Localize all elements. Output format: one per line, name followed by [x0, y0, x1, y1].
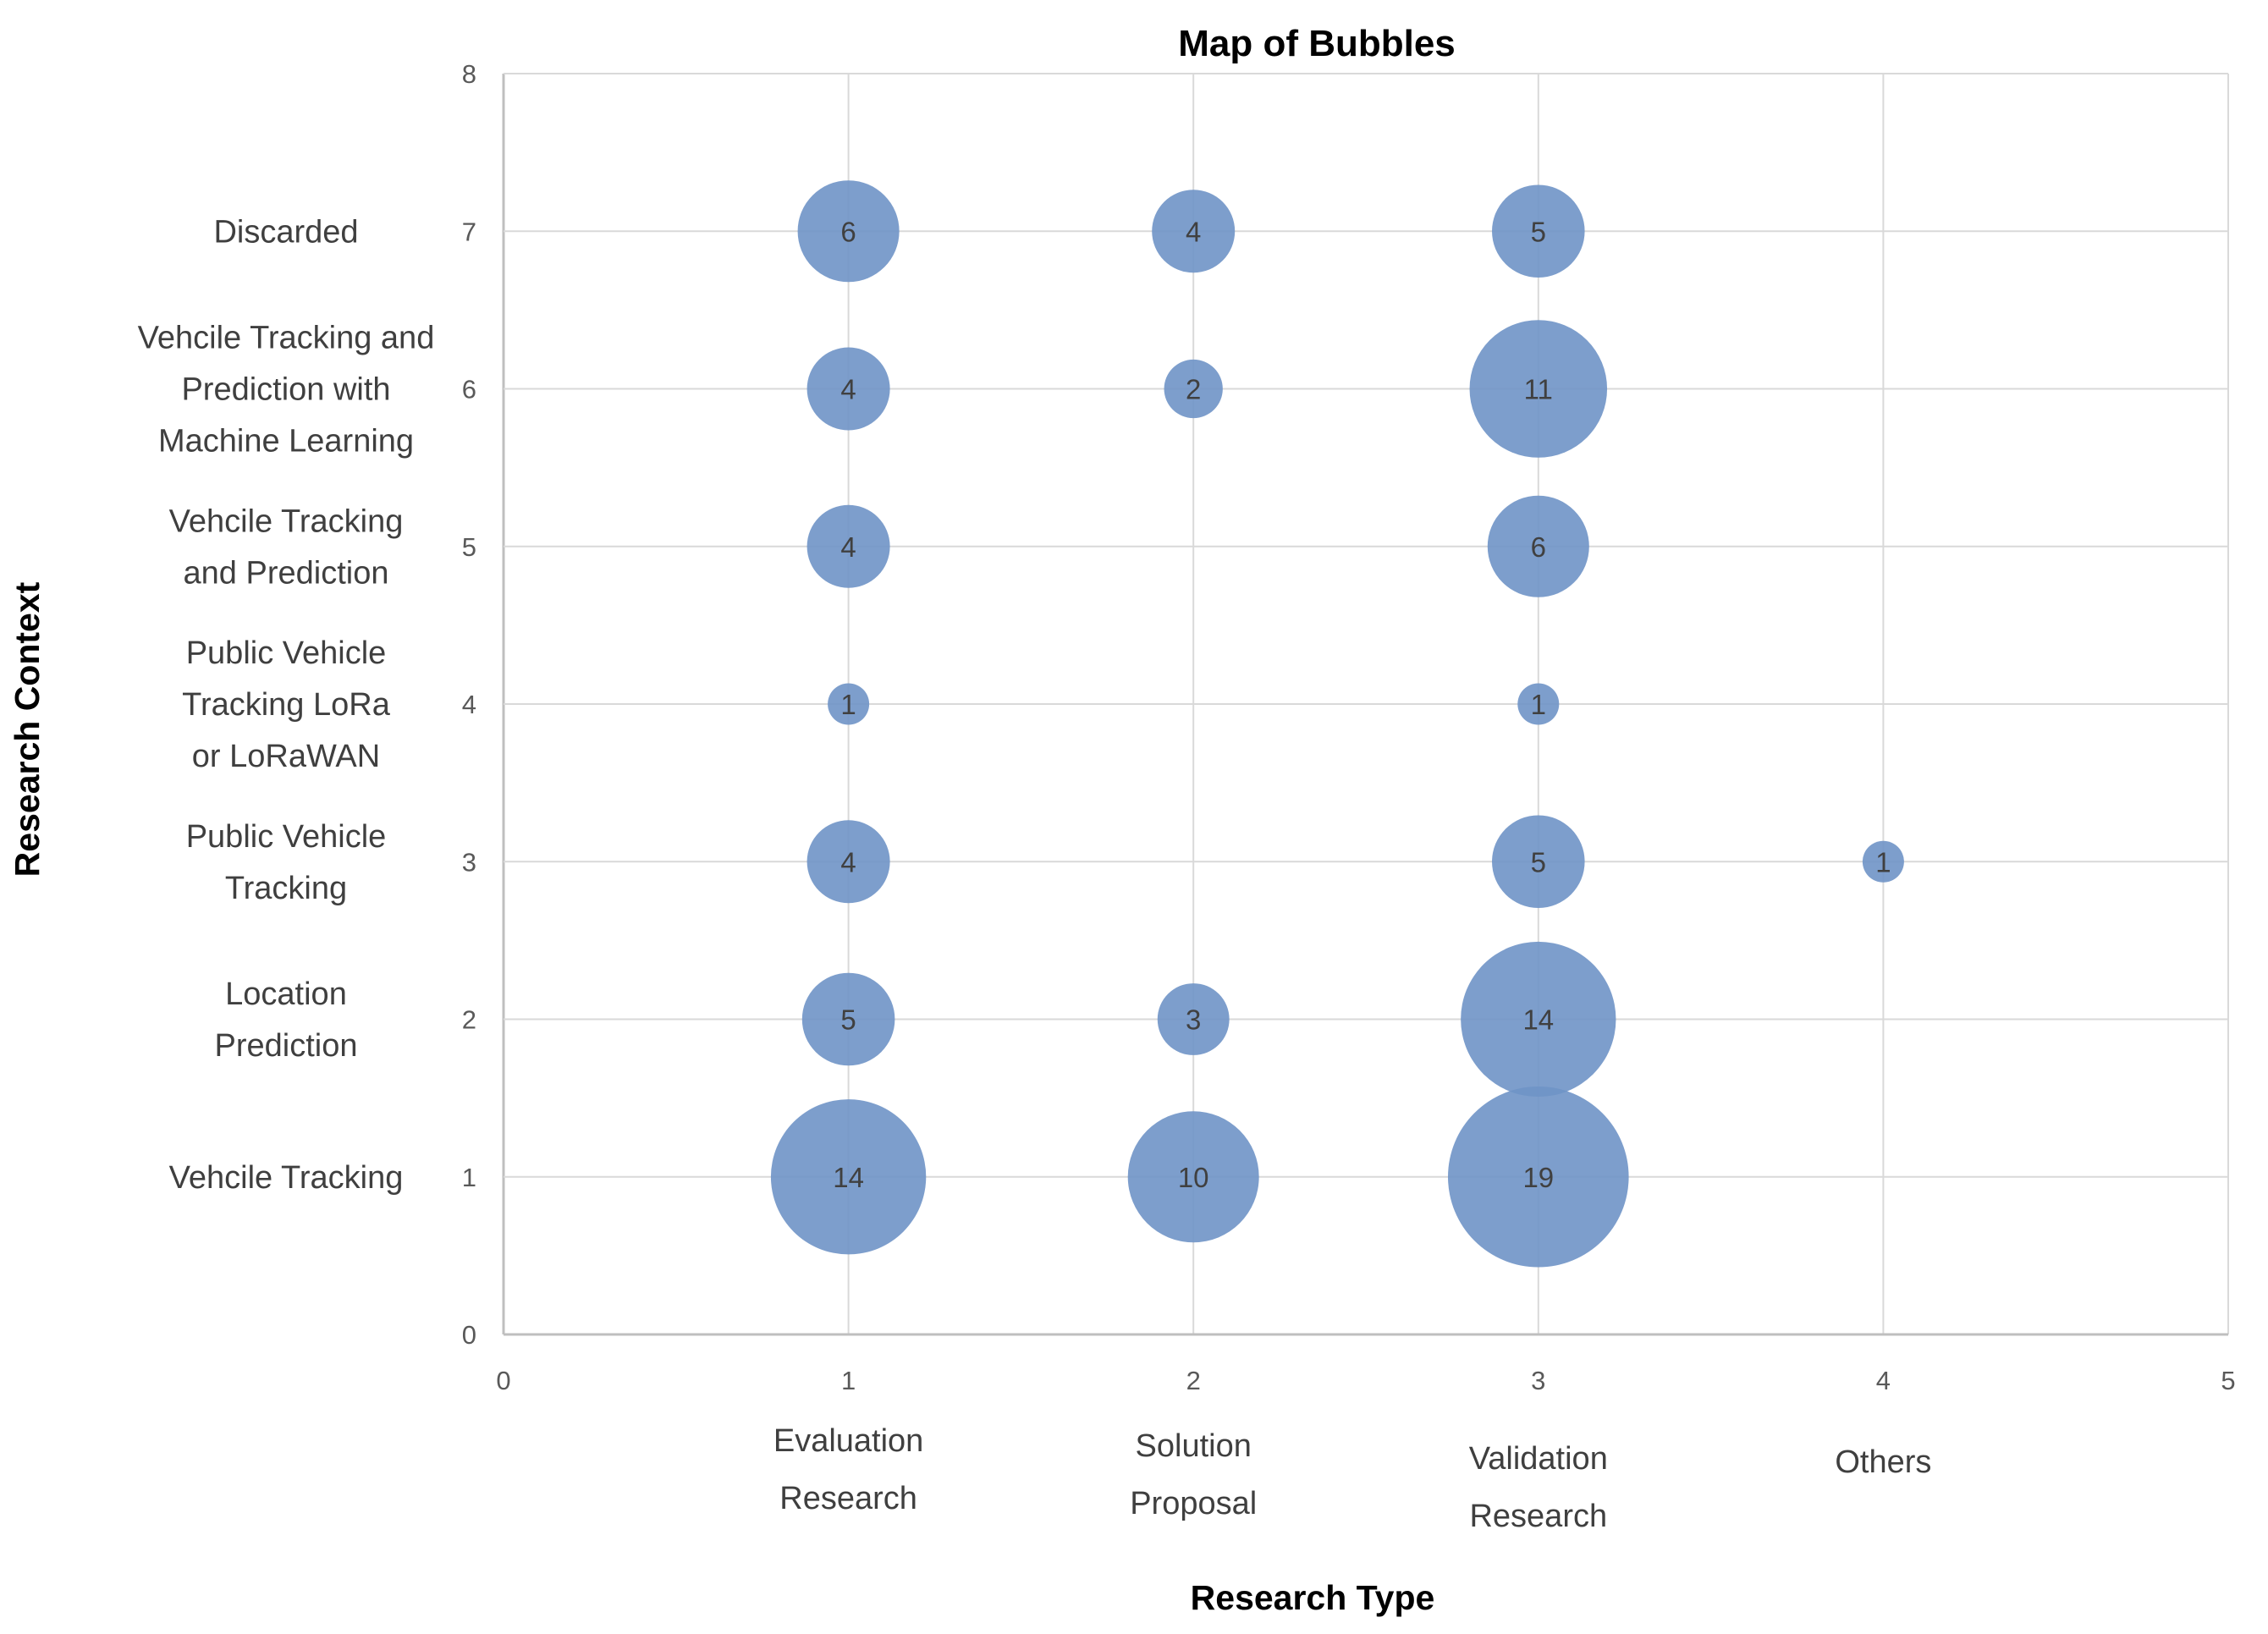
y-category-label: Vehcile Tracking and Prediction — [169, 503, 404, 591]
y-category-line: Prediction — [215, 1028, 358, 1064]
bubble-value-label: 5 — [1531, 846, 1546, 878]
bubble — [1492, 184, 1585, 278]
bubble — [1461, 941, 1616, 1098]
bubble — [806, 504, 890, 588]
bubble — [1448, 1086, 1629, 1268]
bubble-value-label: 4 — [840, 846, 856, 878]
bubble-value-label: 14 — [833, 1162, 864, 1193]
x-category-line: Others — [1835, 1444, 1931, 1480]
bubble — [1164, 359, 1223, 419]
chart-title: Map of Bubbles — [1178, 23, 1456, 64]
bubble-value-label: 11 — [1524, 374, 1553, 405]
bubble — [1469, 320, 1608, 458]
y-category-line: Vehcile Tracking — [169, 1160, 404, 1196]
bubble-value-label: 4 — [840, 374, 856, 405]
y-category-line: Public Vehicle — [186, 819, 387, 855]
x-tick-label: 1 — [841, 1366, 856, 1395]
y-tick-label: 5 — [462, 532, 476, 562]
y-category-line: Vehcile Tracking and — [138, 321, 435, 356]
y-category-line: Discarded — [213, 214, 358, 250]
bubble-value-label: 14 — [1522, 1004, 1554, 1036]
y-tick-label: 8 — [462, 59, 476, 89]
y-category-line: Tracking — [225, 871, 347, 906]
x-category-line: Solution — [1136, 1428, 1252, 1464]
x-tick-label: 4 — [1876, 1366, 1891, 1395]
y-tick-label: 2 — [462, 1005, 476, 1035]
y-category-line: Prediction with — [181, 372, 390, 408]
bubble-value-label: 1 — [1531, 689, 1546, 720]
y-category-line: Tracking LoRa — [182, 687, 391, 723]
y-category-line: and Prediction — [184, 555, 389, 591]
bubble-value-label: 1 — [840, 689, 856, 720]
y-category-line: or LoRaWAN — [192, 739, 380, 774]
y-category-line: Machine Learning — [158, 424, 414, 459]
bubble — [1862, 840, 1904, 883]
bubble — [1127, 1111, 1259, 1243]
x-tick-label: 5 — [2221, 1366, 2235, 1395]
bubble-value-label: 5 — [1531, 216, 1546, 247]
bubble-value-label: 1 — [1875, 846, 1891, 878]
y-tick-label: 7 — [462, 217, 476, 246]
bubble-value-label: 19 — [1522, 1162, 1554, 1193]
x-category-line: Validation — [1469, 1441, 1608, 1477]
x-category-label: Others — [1835, 1444, 1931, 1480]
y-category-label: Discarded — [213, 214, 358, 250]
bubble-value-label: 2 — [1186, 374, 1201, 405]
x-axis-title: Research Type — [1191, 1578, 1435, 1617]
y-category-line: Vehcile Tracking — [169, 503, 404, 539]
bubble — [770, 1099, 927, 1255]
bubble — [806, 347, 890, 431]
y-category-line: Location — [225, 977, 347, 1012]
bubble — [1487, 495, 1589, 597]
y-category-line: Public Vehicle — [186, 635, 387, 671]
y-axis-title: Research Context — [8, 581, 47, 877]
x-tick-label: 3 — [1531, 1366, 1545, 1395]
bubble-value-label: 10 — [1178, 1162, 1209, 1193]
bubble-value-label: 4 — [840, 531, 856, 563]
bubble — [1492, 815, 1585, 909]
bubble — [797, 180, 900, 283]
y-category-label: Vehcile Tracking — [169, 1160, 404, 1196]
bubble-value-label: 4 — [1186, 216, 1201, 247]
gridlines — [502, 73, 2229, 1336]
y-tick-label: 4 — [462, 690, 476, 719]
axis-tick-labels: 0 1 2 3 4 5 6 7 8 0 1 2 3 4 5 — [462, 59, 2236, 1395]
bubble — [1157, 983, 1230, 1055]
bubble-value-label: 6 — [840, 216, 856, 247]
x-category-line: Research — [1469, 1499, 1607, 1534]
bubble-value-label: 3 — [1186, 1004, 1201, 1036]
y-tick-label: 3 — [462, 847, 476, 877]
x-tick-label: 0 — [496, 1366, 510, 1395]
bubble — [806, 820, 890, 904]
x-category-line: Proposal — [1130, 1486, 1257, 1521]
x-category-line: Evaluation — [773, 1423, 923, 1459]
bubble-value-label: 5 — [840, 1004, 856, 1036]
bubble — [828, 683, 870, 725]
bubble — [1152, 190, 1236, 273]
bubble-value-label: 6 — [1531, 531, 1546, 563]
y-tick-label: 6 — [462, 375, 476, 404]
bubble — [801, 972, 895, 1066]
bubble — [1517, 683, 1560, 725]
x-category-line: Research — [779, 1481, 917, 1516]
y-tick-label: 0 — [462, 1320, 476, 1350]
x-tick-label: 2 — [1186, 1366, 1201, 1395]
y-tick-label: 1 — [462, 1163, 476, 1192]
